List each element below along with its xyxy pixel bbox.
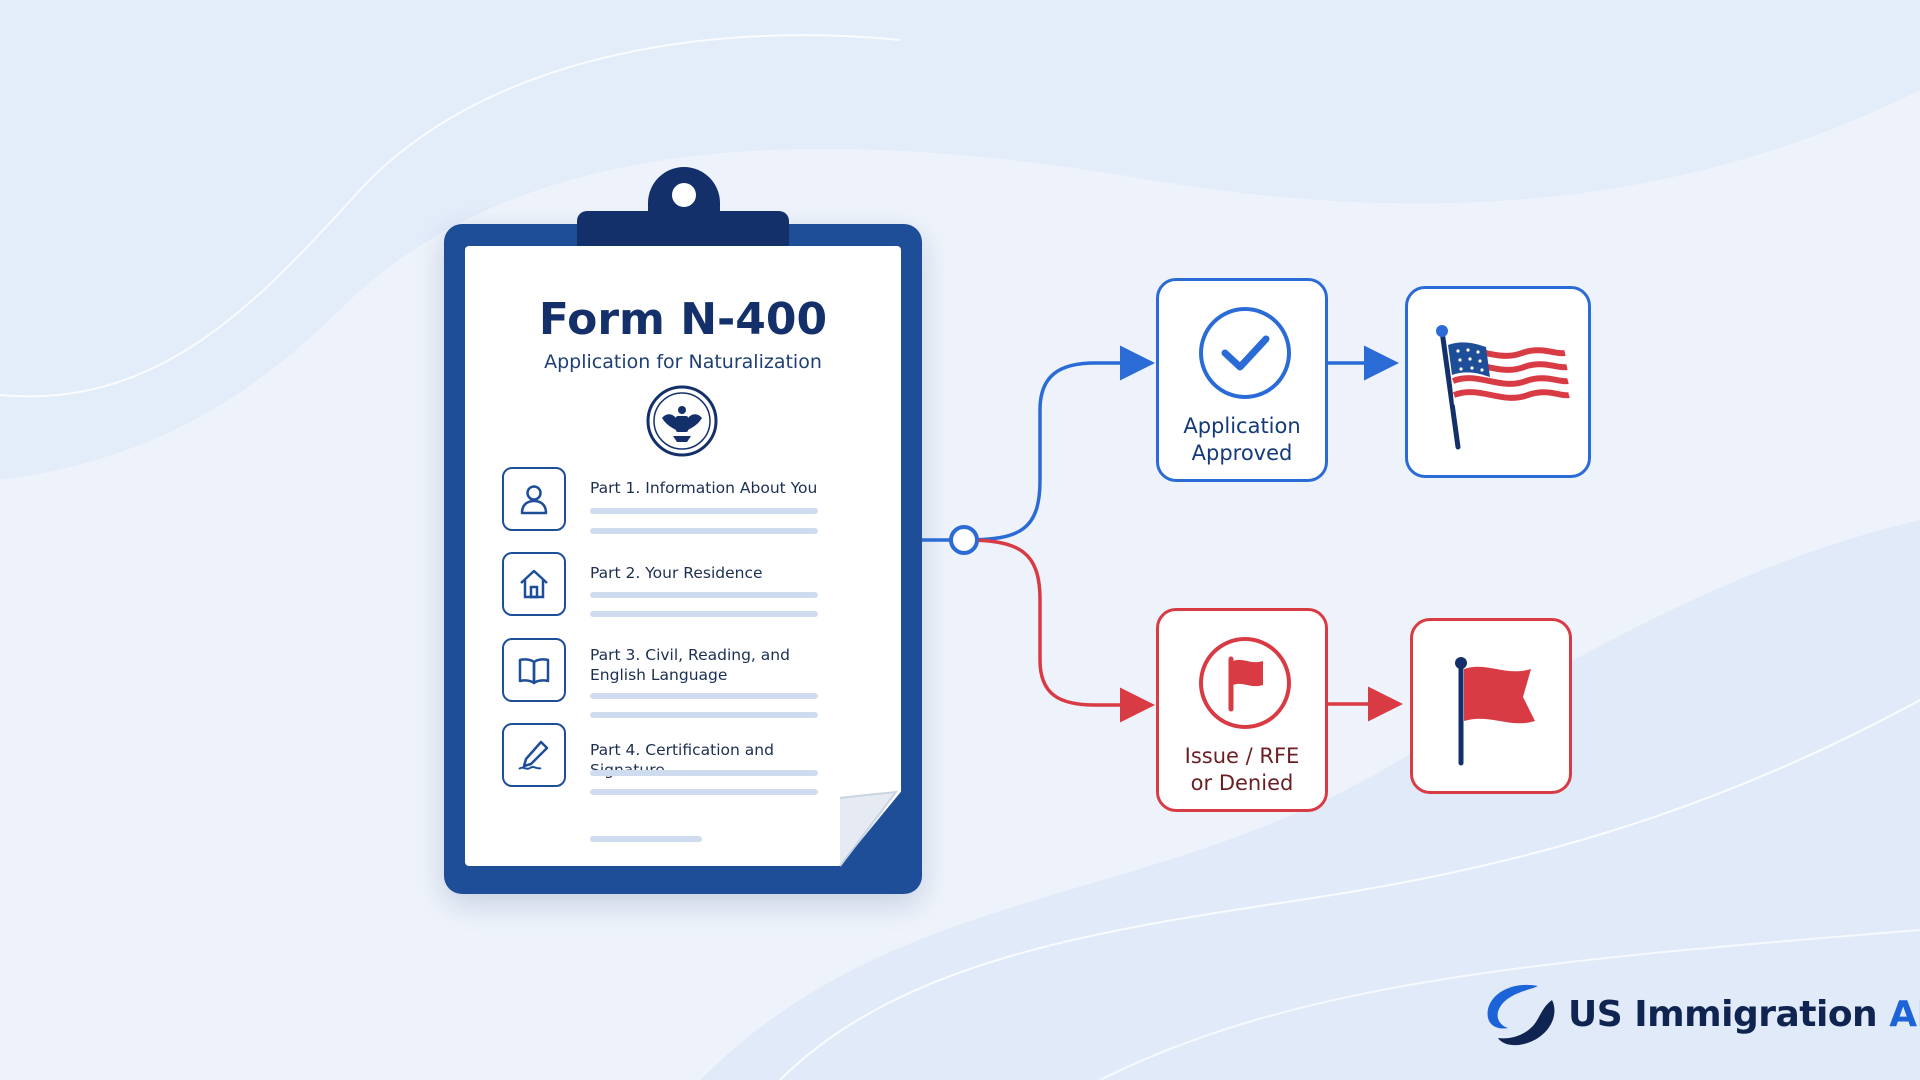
form-line — [590, 508, 818, 514]
approved-label-line2: Approved — [1191, 441, 1293, 465]
house-icon — [502, 552, 566, 616]
brand-name-main: US Immigration — [1568, 994, 1890, 1035]
part-2-label: Part 2. Your Residence — [590, 564, 763, 582]
check-icon — [1199, 307, 1291, 399]
form-line — [590, 611, 818, 617]
brand-logo: US Immigration AI — [1478, 980, 1920, 1050]
book-icon — [502, 638, 566, 702]
form-title: Form N-400 — [538, 294, 828, 345]
issue-label-line2: or Denied — [1190, 771, 1294, 795]
government-seal-icon — [646, 385, 718, 457]
red-flag-icon — [1455, 657, 1535, 766]
issue-rfe-denied-node: Issue / RFE or Denied — [1156, 608, 1328, 812]
form-line — [590, 836, 702, 842]
person-icon — [502, 467, 566, 531]
form-line — [590, 770, 818, 776]
form-line — [590, 592, 818, 598]
brand-name-accent: AI — [1889, 994, 1920, 1035]
page-curl — [839, 790, 899, 867]
application-approved-node: Application Approved — [1156, 278, 1328, 482]
issue-result-node — [1410, 618, 1572, 794]
form-line — [590, 789, 818, 795]
brand-name: US Immigration AI — [1568, 994, 1920, 1035]
citizenship-result-node — [1405, 286, 1591, 478]
part-1-label: Part 1. Information About You — [590, 479, 818, 497]
form-line — [590, 712, 818, 718]
issue-label-line1: Issue / RFE — [1184, 744, 1300, 768]
form-line — [590, 528, 818, 534]
us-flag-icon — [1436, 325, 1570, 450]
swoosh-logo-icon — [1487, 984, 1555, 1046]
approved-label-line1: Application — [1183, 414, 1301, 438]
red-flag-icon — [1199, 637, 1291, 729]
pen-signature-icon — [502, 723, 566, 787]
form-subtitle: Application for Naturalization — [544, 351, 822, 373]
part-3-label: Part 3. Civil, Reading, and English Lang… — [590, 646, 790, 684]
form-line — [590, 693, 818, 699]
